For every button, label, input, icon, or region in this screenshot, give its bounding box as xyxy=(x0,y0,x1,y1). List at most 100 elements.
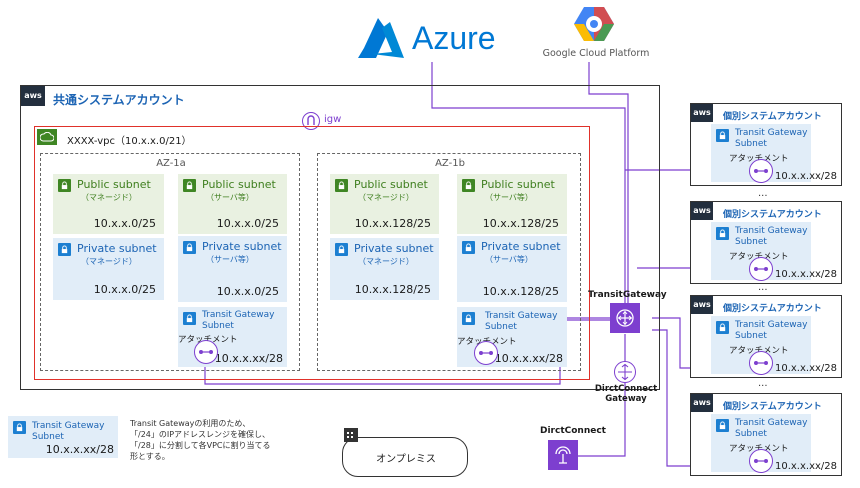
azure-label: Azure xyxy=(412,20,496,56)
account-cidr: 10.x.x.xx/28 xyxy=(774,171,837,182)
direct-connect-gateway-icon xyxy=(614,361,636,383)
subnet-cidr: 10.x.x.128/25 xyxy=(354,283,431,296)
legend-title: Transit Gateway Subnet xyxy=(32,421,105,442)
lock-icon xyxy=(335,179,348,192)
aws-logo: aws xyxy=(21,86,45,106)
account-title: 個別システムアカウント xyxy=(723,112,822,122)
aws-logo: aws xyxy=(691,394,713,412)
vpc-label: XXXX-vpc（10.x.x.0/21） xyxy=(67,136,192,147)
ellipsis-3: ... xyxy=(758,378,768,389)
onprem: オンプレミス xyxy=(342,437,468,477)
direct-connect-gateway-label: DirctConnect Gateway xyxy=(594,384,658,404)
aws-logo: aws xyxy=(691,296,713,314)
main-account-title: 共通システムアカウント xyxy=(53,93,185,107)
az-label: AZ-1a xyxy=(156,158,186,169)
account-cidr: 10.x.x.xx/28 xyxy=(774,363,837,374)
individual-account: aws 個別システムアカウント Transit Gateway Subnet ア… xyxy=(690,295,842,378)
building-icon xyxy=(344,428,358,442)
transit-gateway-label: TransitGateway xyxy=(588,290,667,300)
account-cidr: 10.x.x.xx/28 xyxy=(774,269,837,280)
igw-label: igw xyxy=(324,114,342,125)
az-1b: AZ-1b xyxy=(317,153,581,371)
subnet-note: （サーバ等） xyxy=(206,255,254,264)
account-cidr: 10.x.x.xx/28 xyxy=(774,461,837,472)
lock-icon xyxy=(462,179,475,192)
subnet-cidr: 10.x.x.128/25 xyxy=(482,285,559,298)
lock-icon xyxy=(716,129,729,142)
subnet-note: （マネージド） xyxy=(81,193,137,202)
subnet-private-managed-1a: Private subnet （マネージド） 10.x.x.0/25 xyxy=(53,238,164,300)
account-title: 個別システムアカウント xyxy=(723,210,822,220)
account-title: 個別システムアカウント xyxy=(723,304,822,314)
individual-account: aws 個別システムアカウント Transit Gateway Subnet ア… xyxy=(690,393,842,476)
ellipsis-2: ... xyxy=(758,282,768,293)
individual-account: aws 個別システムアカウント Transit Gateway Subnet ア… xyxy=(690,201,842,284)
direct-connect-icon xyxy=(548,440,578,470)
lock-icon xyxy=(716,321,729,334)
azure-logo: Azure xyxy=(358,16,508,62)
lock-icon xyxy=(183,241,196,254)
ellipsis-1: ... xyxy=(758,188,768,199)
az-label: AZ-1b xyxy=(435,158,465,169)
vpc-icon xyxy=(37,129,57,145)
attachment-icon-1a xyxy=(194,340,218,364)
igw: igw xyxy=(302,112,362,136)
tgw-subnet-title: Transit Gateway Subnet xyxy=(735,128,808,149)
subnet-cidr: 10.x.x.0/25 xyxy=(93,217,156,230)
tgw-subnet-title: Transit Gateway Subnet xyxy=(735,320,808,341)
subnet-public-server-1a: Public subnet （サーバ等） 10.x.x.0/25 xyxy=(178,174,287,234)
attachment-icon xyxy=(749,257,773,281)
lock-icon xyxy=(716,227,729,240)
subnet-cidr: 10.x.x.128/25 xyxy=(482,217,559,230)
subnet-title: Private subnet xyxy=(77,242,157,255)
direct-connect-label: DirctConnect xyxy=(540,426,606,436)
legend-note: Transit Gatewayの利用のため、 「/24」のIPアドレスレンジを確… xyxy=(130,419,271,461)
lock-icon xyxy=(462,241,475,254)
main-account: aws 共通システムアカウント xyxy=(20,85,660,390)
attachment-icon-1b xyxy=(474,341,498,365)
tgw-subnet-title: Transit Gateway Subnet xyxy=(485,311,558,332)
gcp-icon xyxy=(574,7,614,41)
individual-account: aws 個別システムアカウント Transit Gateway Subnet ア… xyxy=(690,103,842,186)
vpc: XXXX-vpc（10.x.x.0/21） xyxy=(34,126,590,380)
subnet-cidr: 10.x.x.128/25 xyxy=(354,217,431,230)
subnet-private-server-1b: Private subnet （サーバ等） 10.x.x.128/25 xyxy=(457,236,567,302)
subnet-cidr: 10.x.x.0/25 xyxy=(216,285,279,298)
aws-logo: aws xyxy=(691,202,713,220)
tgw-subnet-title: Transit Gateway Subnet xyxy=(202,310,275,331)
lock-icon xyxy=(335,243,348,256)
lock-icon xyxy=(716,419,729,432)
subnet-note: （サーバ等） xyxy=(485,193,533,202)
subnet-public-server-1b: Public subnet （サーバ等） 10.x.x.128/25 xyxy=(457,174,567,234)
subnet-title: Public subnet xyxy=(481,178,555,191)
subnet-title: Public subnet xyxy=(77,178,151,191)
subnet-title: Private subnet xyxy=(354,242,434,255)
aws-logo: aws xyxy=(691,104,713,122)
subnet-note: （マネージド） xyxy=(358,257,414,266)
subnet-public-managed-1a: Public subnet （マネージド） 10.x.x.0/25 xyxy=(53,174,164,234)
gcp-label: Google Cloud Platform xyxy=(542,48,650,59)
legend-cidr: 10.x.x.xx/28 xyxy=(45,443,114,456)
tgw-subnet-title: Transit Gateway Subnet xyxy=(735,418,808,439)
attachment-icon xyxy=(749,159,773,183)
subnet-note: （マネージド） xyxy=(81,257,137,266)
subnet-cidr: 10.x.x.0/25 xyxy=(216,217,279,230)
subnet-title: Private subnet xyxy=(202,240,282,253)
subnet-note: （マネージド） xyxy=(358,193,414,202)
account-title: 個別システムアカウント xyxy=(723,402,822,412)
subnet-note: （サーバ等） xyxy=(485,255,533,264)
az-1a: AZ-1a xyxy=(40,153,300,371)
lock-icon xyxy=(13,421,26,434)
subnet-private-managed-1b: Private subnet （マネージド） 10.x.x.128/25 xyxy=(330,238,439,300)
subnet-note: （サーバ等） xyxy=(206,193,254,202)
onprem-label: オンプレミス xyxy=(376,454,436,465)
subnet-title: Public subnet xyxy=(202,178,276,191)
transit-gateway-icon xyxy=(610,303,640,333)
attachment-icon xyxy=(749,351,773,375)
subnet-cidr: 10.x.x.0/25 xyxy=(93,283,156,296)
azure-icon xyxy=(358,18,404,58)
lock-icon xyxy=(58,243,71,256)
lock-icon xyxy=(183,179,196,192)
subnet-title: Private subnet xyxy=(481,240,561,253)
subnet-cidr: 10.x.x.xx/28 xyxy=(494,352,563,365)
